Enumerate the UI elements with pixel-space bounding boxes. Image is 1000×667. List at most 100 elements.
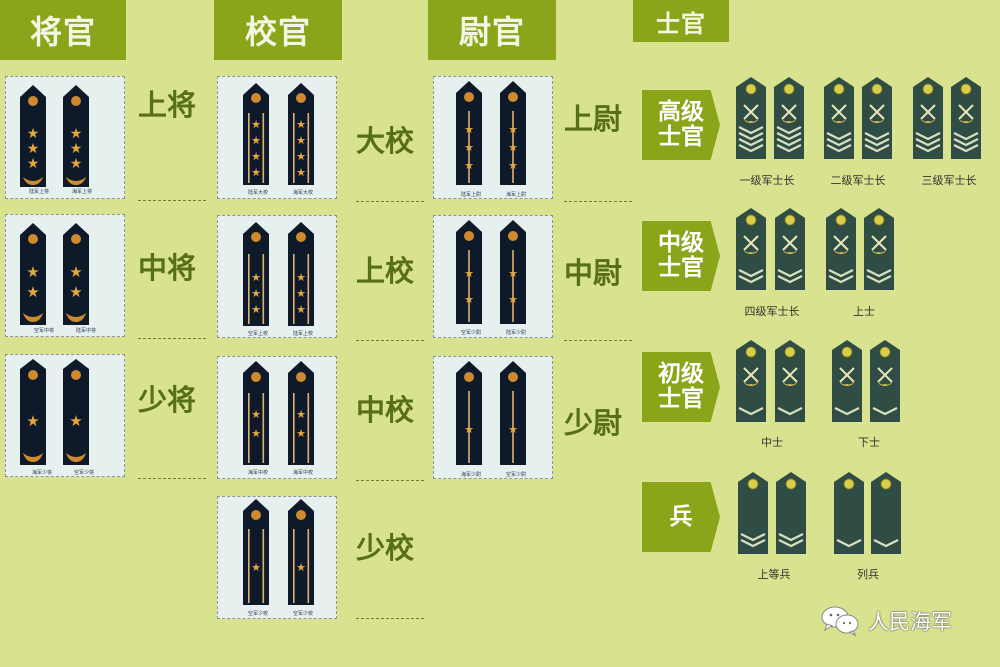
svg-text:★: ★	[464, 423, 474, 436]
svg-text:★: ★	[464, 141, 474, 154]
photo-caption: 陆军上尉	[461, 192, 482, 198]
rank-label-captain: 上尉	[564, 102, 623, 136]
rank-caption: 上士	[853, 305, 875, 318]
rank-photo-first-lieutenant: ★ ★ 空军少尉 陆军少尉	[433, 215, 553, 338]
nco-tag-intermediate: 中级 士官	[642, 221, 720, 291]
rank-photo-major: ★ 空军少校 空军少校	[217, 496, 337, 619]
photo-caption: 海军上尉	[506, 192, 527, 198]
svg-text:★: ★	[27, 126, 40, 142]
nco-tag-line1: 高级	[658, 99, 704, 125]
epaulette-pair-icon: ★ ★	[243, 361, 314, 465]
rank-caption: 列兵	[857, 568, 879, 581]
epaulette-pair-icon: ★	[20, 359, 89, 465]
nco-tag-line1: 初级	[658, 361, 704, 387]
rank-label-first-lieutenant: 中尉	[564, 256, 623, 290]
epaulette-pair-icon: ★ ★ ★	[243, 222, 314, 326]
photo-caption: 海军中校	[293, 470, 314, 476]
header-general-officers: 将官	[0, 0, 126, 60]
photo-caption: 空军中将	[34, 328, 55, 334]
wechat-icon	[821, 606, 859, 637]
rank-label-major: 少校	[356, 531, 415, 565]
divider	[138, 338, 206, 339]
rank-photo-major-general: ★ 海军少将 空军少将	[5, 354, 125, 477]
header-field-officers: 校官	[214, 0, 342, 60]
rank-caption: 下士	[858, 436, 880, 449]
epaulette-pair-icon: ★ ★ ★	[456, 81, 526, 185]
watermark-text: 人民海军	[868, 610, 952, 634]
rank-label-second-lieutenant: 少尉	[564, 406, 623, 440]
rank-caption: 三级军士长	[921, 174, 977, 187]
nco-epaulettes-senior-icon	[735, 76, 982, 160]
epaulette-pair-icon: ★ ★	[20, 223, 89, 325]
svg-text:★: ★	[464, 267, 474, 280]
photo-caption: 空军少将	[74, 470, 95, 476]
rank-photo-second-lieutenant: ★ 海军少尉 空军少尉	[433, 356, 553, 479]
photo-caption: 海军大校	[293, 190, 314, 196]
epaulette-pair-icon: ★	[456, 361, 526, 465]
rank-caption: 四级军士长	[744, 305, 800, 318]
svg-text:★: ★	[251, 134, 261, 147]
svg-text:★: ★	[251, 287, 261, 300]
rank-caption: 中士	[761, 436, 783, 449]
nco-tag-line2: 士官	[658, 386, 704, 412]
photo-caption: 陆军中将	[76, 328, 97, 334]
rank-photo-lieutenant-general: ★ ★ 空军中将 陆军中将	[5, 214, 125, 337]
svg-text:★: ★	[251, 561, 261, 574]
rank-photo-general-1: ★ ★ ★ 陆军上将 海军上将	[5, 76, 125, 199]
svg-text:★: ★	[464, 159, 474, 172]
epaulette-pair-icon: ★ ★ ★	[20, 85, 89, 187]
nco-epaulettes-intermediate-icon	[735, 207, 895, 291]
rank-caption: 上等兵	[757, 568, 791, 581]
rank-photo-lieutenant-colonel: ★ ★ 海军中校 海军中校	[217, 356, 337, 479]
nco-epaulettes-junior-icon	[735, 339, 901, 423]
divider	[356, 201, 424, 202]
photo-caption: 陆军大校	[248, 190, 269, 196]
photo-caption: 海军中校	[248, 470, 269, 476]
svg-text:★: ★	[251, 303, 261, 316]
photo-caption: 空军少校	[293, 611, 314, 617]
epaulette-pair-icon: ★	[243, 499, 314, 605]
divider	[564, 201, 632, 202]
svg-text:★: ★	[26, 412, 39, 430]
photo-caption: 陆军上将	[29, 189, 50, 195]
nco-tag-line1: 兵	[669, 503, 693, 530]
rank-caption: 二级军士长	[830, 174, 886, 187]
rank-label-major-general: 少将	[138, 383, 197, 417]
svg-text:★: ★	[464, 123, 474, 136]
nco-tag-line2: 士官	[658, 124, 704, 150]
divider	[138, 478, 206, 479]
enlisted-tag: 兵	[642, 482, 720, 552]
divider	[564, 340, 632, 341]
svg-text:★: ★	[251, 427, 261, 440]
divider	[356, 480, 424, 481]
rank-label-lieutenant-general: 中将	[138, 251, 197, 285]
photo-caption: 海军少尉	[461, 472, 482, 478]
header-nco: 士官	[633, 0, 729, 42]
rank-label-general: 上将	[138, 88, 197, 122]
photo-caption: 空军上校	[248, 331, 269, 337]
photo-caption: 空军少尉	[506, 472, 527, 478]
nco-tag-senior: 高级 士官	[642, 90, 720, 160]
epaulette-pair-icon: ★ ★ ★ ★	[243, 83, 314, 185]
watermark: 人民海军	[820, 605, 1000, 637]
epaulette-pair-icon: ★ ★	[456, 220, 526, 324]
svg-text:★: ★	[27, 141, 40, 157]
enlisted-epaulettes-icon	[737, 471, 902, 555]
svg-text:★: ★	[251, 118, 261, 131]
rank-caption: 一级军士长	[739, 174, 795, 187]
divider	[356, 340, 424, 341]
svg-text:★: ★	[27, 156, 40, 172]
photo-caption: 空军少尉	[461, 330, 482, 336]
photo-caption: 海军少将	[32, 470, 53, 476]
rank-photo-colonel: ★ ★ ★ 空军上校 陆军上校	[217, 215, 337, 338]
svg-text:★: ★	[26, 283, 39, 301]
svg-text:★: ★	[251, 271, 261, 284]
svg-text:★: ★	[464, 293, 474, 306]
photo-caption: 陆军上校	[293, 331, 314, 337]
rank-label-colonel: 上校	[356, 254, 415, 288]
rank-label-lieutenant-colonel: 中校	[356, 393, 415, 427]
rank-label-senior-colonel: 大校	[356, 124, 415, 158]
divider	[138, 200, 206, 201]
divider	[356, 618, 424, 619]
svg-text:★: ★	[251, 150, 261, 163]
